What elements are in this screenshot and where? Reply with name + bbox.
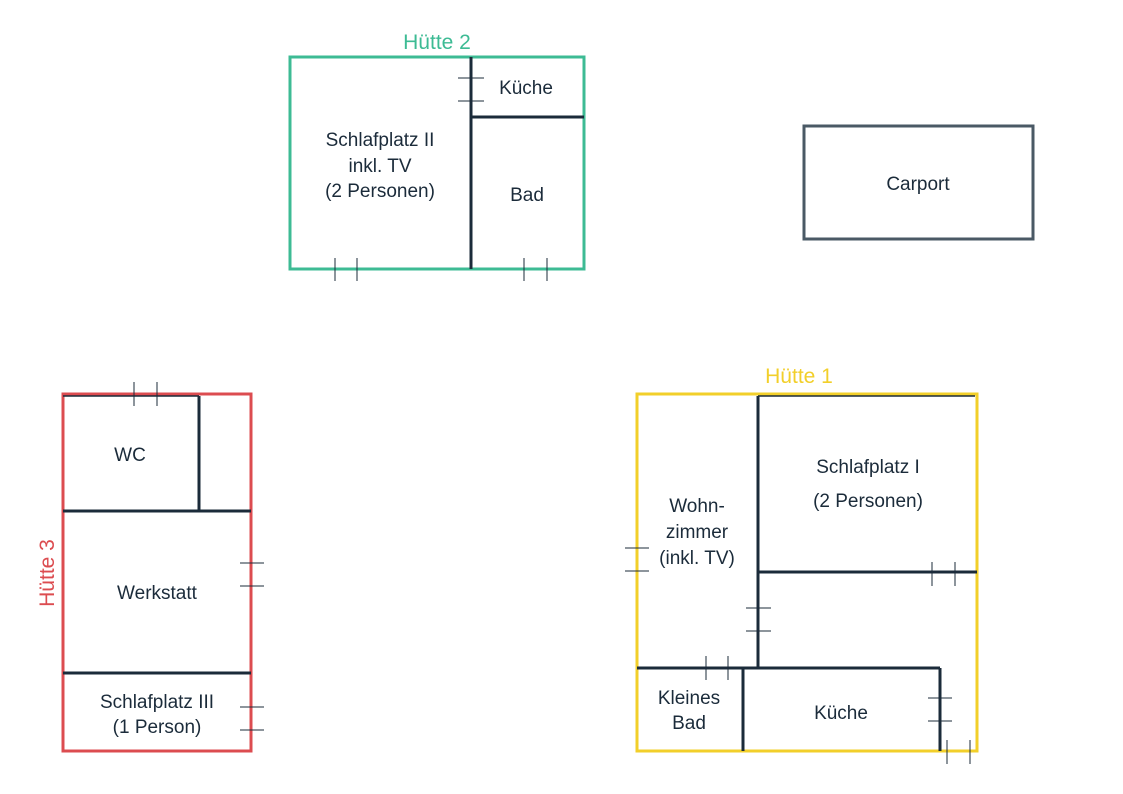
hut-1-small-bath-label-line1: Kleines (658, 688, 720, 709)
hut-3: Hütte 3 WC Werkstatt Schlafplatz III (1 … (36, 382, 264, 753)
hut-3-wc-label: WC (114, 445, 146, 466)
hut-1-living-label-line2: zimmer (666, 522, 729, 543)
hut-3-title: Hütte 3 (36, 539, 59, 607)
hut-3-workshop-label: Werkstatt (117, 583, 198, 604)
hut-3-door-workshop (240, 562, 264, 587)
carport-label: Carport (886, 174, 950, 195)
hut-2-door-kitchen (458, 77, 484, 102)
hut-1-kitchen-label: Küche (814, 703, 868, 724)
hut-1-living-label-line1: Wohn- (669, 496, 725, 517)
hut-2-kitchen-label: Küche (499, 78, 553, 99)
hut-2-sleep-label-line1: Schlafplatz II (326, 130, 435, 151)
hut-1-living-label-line3: (inkl. TV) (659, 548, 735, 569)
hut-1-door-kitchen (928, 697, 952, 722)
hut-2-title: Hütte 2 (403, 31, 471, 54)
hut-1-door-sleep (931, 562, 956, 586)
carport-outline (802, 124, 1035, 241)
hut-2-bath-label: Bad (510, 185, 544, 206)
hut-1-door-living (625, 547, 649, 572)
hut-2: Hütte 2 Küche Schlafplatz II inkl. TV (2… (288, 31, 586, 281)
hut-2-sleep-label-line3: (2 Personen) (325, 181, 435, 202)
hut-1-door-hall (746, 607, 771, 632)
hut-2-door-sleep (334, 258, 358, 281)
hut-1-door-small-bath (705, 656, 729, 680)
hut-1: Hütte 1 (625, 365, 979, 764)
hut-3-sleep-label-line1: Schlafplatz III (100, 692, 214, 713)
hut-3-door-wc (133, 382, 158, 406)
hut-1-sleep-label-line1: Schlafplatz I (816, 457, 920, 478)
hut-3-door-sleep (240, 706, 264, 731)
hut-1-small-bath-label-line2: Bad (672, 713, 706, 734)
hut-2-door-bath (523, 258, 548, 281)
hut-1-title: Hütte 1 (765, 365, 833, 388)
hut-3-sleep-label-line2: (1 Person) (113, 717, 202, 738)
hut-1-sleep-label-line2: (2 Personen) (813, 491, 923, 512)
hut-2-outline (288, 55, 586, 271)
carport: Carport (802, 124, 1035, 241)
hut-1-door-entrance (946, 740, 971, 764)
hut-2-sleep-label-line2: inkl. TV (348, 156, 411, 177)
